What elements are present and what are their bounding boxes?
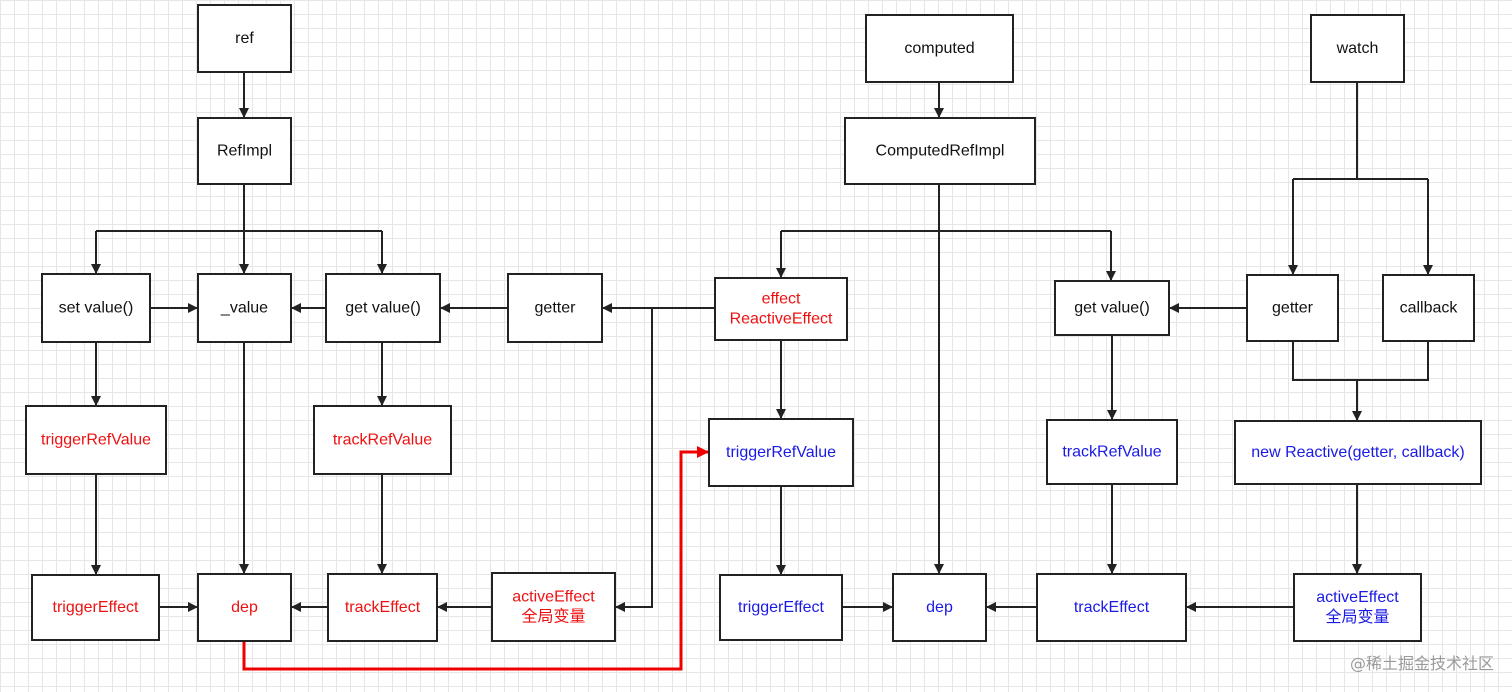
node-label: RefImpl [217,143,272,160]
node-trigger-effect-ref: triggerEffect [31,574,160,641]
node-label: trackRefValue [333,432,432,449]
red-connector [242,446,709,671]
node-active-effect-ref: activeEffect 全局变量 [491,572,616,642]
watermark-text: @稀土掘金技术社区 [1349,654,1494,673]
node-new-reactive: new Reactive(getter, callback) [1234,420,1482,485]
node-label: dep [231,599,258,616]
connector-lines [91,72,1433,671]
node-underscore-value: _value [197,273,292,343]
node-label: activeEffect [512,589,595,606]
node-getter-left: getter [507,273,603,343]
node-label: activeEffect [1316,589,1399,606]
node-label: dep [926,599,953,616]
node-track-ref-value-computed: trackRefValue [1046,419,1178,485]
node-ref: ref [197,4,292,73]
node-label: 全局变量 [1325,608,1389,626]
node-trigger-effect-computed: triggerEffect [719,574,843,641]
node-label: get value() [1074,300,1150,317]
node-get-value-computed: get value() [1054,280,1170,336]
node-label: computed [904,40,974,57]
node-callback: callback [1382,274,1475,342]
node-label: _value [220,300,268,317]
node-watch: watch [1310,14,1405,83]
node-active-effect-watch: activeEffect 全局变量 [1293,573,1422,642]
node-label: ComputedRefImpl [876,143,1005,160]
node-label: ReactiveEffect [730,311,833,328]
node-label: ref [235,30,254,47]
node-label: trackEffect [345,599,421,616]
node-refimpl: RefImpl [197,117,292,185]
node-label: getter [1272,300,1314,317]
node-set-value: set value() [41,273,151,343]
node-label: effect [762,291,801,308]
node-label: new Reactive(getter, callback) [1251,444,1464,461]
node-trigger-ref-value-ref: triggerRefValue [25,405,167,475]
node-trigger-ref-value-computed: triggerRefValue [708,418,854,487]
node-label: triggerRefValue [41,432,151,449]
node-label: triggerEffect [53,599,140,616]
node-get-value-ref: get value() [325,273,441,343]
connector [1292,341,1429,381]
node-dep-ref: dep [197,573,292,642]
node-dep-computed: dep [892,573,987,642]
node-label: triggerEffect [738,599,825,616]
node-getter-right: getter [1246,274,1339,342]
connector [615,308,653,612]
node-label: callback [1400,300,1459,317]
node-track-ref-value-ref: trackRefValue [313,405,452,475]
node-label: trackEffect [1074,599,1150,616]
node-label: triggerRefValue [726,444,836,461]
node-computed: computed [865,14,1014,83]
node-track-effect-computed: trackEffect [1036,573,1187,642]
node-label: trackRefValue [1062,444,1161,461]
node-label: getter [535,300,577,317]
node-label: watch [1336,40,1379,57]
node-label: 全局变量 [521,608,585,626]
node-label: get value() [345,300,421,317]
node-computed-ref-impl: ComputedRefImpl [844,117,1036,185]
node-track-effect-ref: trackEffect [327,573,438,642]
node-label: set value() [59,300,134,317]
